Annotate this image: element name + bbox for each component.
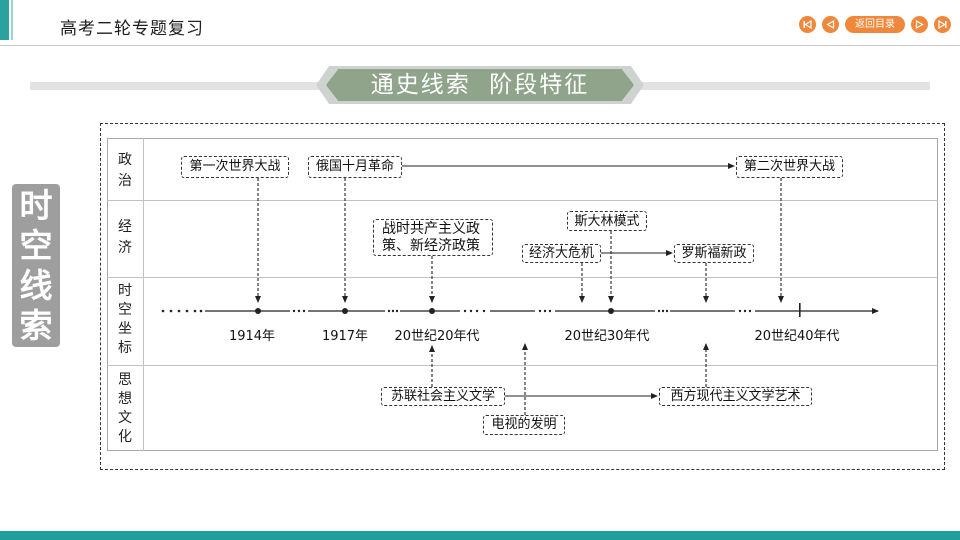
- event-soviet-literature: 苏联社会主义文学: [381, 387, 505, 406]
- back-to-contents-button[interactable]: 返回目录: [845, 16, 905, 33]
- row-divider: [107, 277, 938, 278]
- first-page-button[interactable]: [799, 16, 816, 33]
- event-western-modernism: 西方现代主义文学艺术: [659, 387, 812, 406]
- section-banner: 通史线索 阶段特征: [326, 69, 634, 101]
- header-accent-line: [11, 0, 13, 40]
- tick-label-1920s: 20世纪20年代: [394, 329, 480, 344]
- tick-label-1917: 1917年: [321, 329, 369, 344]
- timeline-table: [107, 138, 938, 451]
- prev-page-icon: [826, 19, 835, 30]
- event-war-communism: 战时共产主义政策、新经济政策: [373, 219, 493, 256]
- event-new-deal: 罗斯福新政: [674, 244, 754, 263]
- side-label-text: 时空线索: [19, 185, 53, 345]
- tick-label-1940s: 20世纪40年代: [754, 329, 840, 344]
- event-ww2: 第二次世界大战: [736, 156, 843, 178]
- tick-label-1930s: 20世纪30年代: [564, 329, 650, 344]
- page-title: 高考二轮专题复习: [60, 19, 204, 39]
- event-television: 电视的发明: [483, 415, 565, 435]
- diagram-frame: [100, 123, 945, 470]
- tick-label-1914: 1914年: [228, 329, 276, 344]
- last-page-icon: [938, 19, 947, 30]
- event-great-depression: 经济大危机: [522, 244, 601, 263]
- timeline-break-dots: [161, 309, 752, 313]
- event-october-revolution: 俄国十月革命: [308, 156, 402, 178]
- row-divider: [107, 200, 938, 201]
- last-page-button[interactable]: [934, 16, 951, 33]
- header-accent-bar: [0, 0, 9, 40]
- next-page-icon: [915, 19, 924, 30]
- next-page-button[interactable]: [911, 16, 928, 33]
- row-label-politics: 政治: [118, 152, 132, 189]
- header-divider: [0, 45, 960, 46]
- row-label-culture: 思想文化: [118, 372, 132, 445]
- side-label: 时空线索: [12, 184, 60, 347]
- row-divider: [107, 365, 938, 366]
- footer-bar: [0, 531, 960, 540]
- event-ww1: 第一次世界大战: [181, 156, 289, 178]
- row-label-timeline: 时空坐标: [118, 283, 132, 356]
- label-column-divider: [143, 138, 144, 451]
- first-page-icon: [803, 19, 812, 30]
- event-stalin-model: 斯大林模式: [567, 211, 647, 231]
- timeline-markers: [255, 303, 801, 317]
- row-label-economy: 经济: [118, 219, 132, 256]
- prev-page-button[interactable]: [822, 16, 839, 33]
